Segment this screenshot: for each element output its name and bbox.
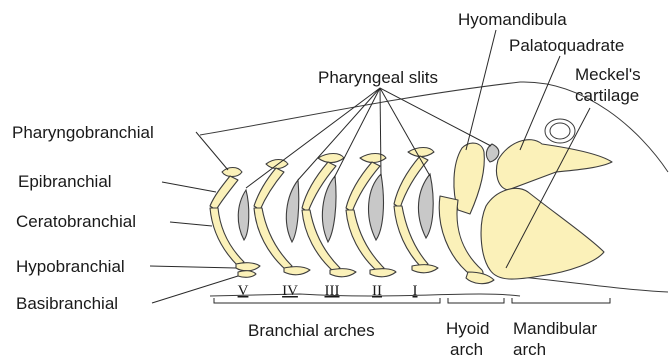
leader-line (162, 182, 216, 192)
hypobranchial-cartilage (330, 269, 356, 277)
hypobranchial-cartilage (284, 267, 310, 275)
label-branchial-arches: Branchial arches (248, 321, 375, 340)
leader-line (196, 132, 228, 170)
label-meckels-line1: Meckel's (575, 65, 641, 84)
leader-line (520, 56, 560, 150)
hyoid-arch-bracket (448, 298, 504, 303)
arch-numeral-iv: IV (282, 283, 298, 299)
arch-numeral-i: I (413, 283, 418, 299)
label-meckels-line2: cartilage (575, 86, 639, 105)
pharyngeal-slit (369, 174, 384, 240)
epibranchial-cartilage (254, 168, 284, 210)
eye-inner (550, 123, 570, 139)
label-hyoid-line2: arch (450, 340, 483, 359)
basibranchial-cartilage (238, 271, 256, 278)
pharyngeal-slit (322, 176, 336, 242)
label-pharyngobranchial: Pharyngobranchial (12, 123, 154, 142)
pharyngobranchial-cartilage (318, 154, 344, 163)
leader-line (466, 30, 496, 150)
leader-line (170, 222, 212, 226)
mandibular-arch-bracket (512, 298, 610, 303)
leader-line (380, 88, 381, 176)
label-mandibular-line2: arch (513, 340, 546, 359)
branchial-arch-v (210, 168, 260, 278)
label-mandibular-line1: Mandibular (513, 319, 597, 338)
pharyngeal-slit (286, 180, 298, 242)
label-basibranchial: Basibranchial (16, 294, 118, 313)
leader-line (246, 88, 380, 188)
pharyngobranchial-cartilage (266, 160, 288, 169)
pharyngobranchial-cartilage (408, 148, 434, 157)
epibranchial-cartilage (210, 176, 238, 210)
palatoquadrate-cartilage (496, 140, 612, 190)
label-pharyngeal-slits: Pharyngeal slits (318, 68, 438, 87)
label-palatoquadrate: Palatoquadrate (509, 36, 624, 55)
label-epibranchial: Epibranchial (18, 172, 112, 191)
hypohyal-cartilage (466, 272, 494, 284)
hyomandibula-cartilage (454, 143, 484, 214)
pharyngobranchial-cartilage (222, 168, 242, 177)
label-hyoid-line1: Hyoid (446, 319, 489, 338)
pharyngobranchial-cartilage (360, 154, 386, 163)
branchial-arch-iv (254, 160, 310, 275)
arch-numeral-v: V (238, 283, 249, 299)
pharyngeal-slit (418, 174, 433, 238)
mandibular-arch (481, 140, 612, 279)
label-hyomandibula: Hyomandibula (458, 10, 567, 29)
label-hypobranchial: Hypobranchial (16, 257, 125, 276)
leader-line (150, 266, 236, 268)
pharyngeal-slit (238, 190, 249, 240)
label-ceratobranchial: Ceratobranchial (16, 212, 136, 231)
meckels-cartilage (481, 188, 604, 279)
leader-line (152, 276, 238, 303)
arch-numeral-ii: II (372, 283, 382, 299)
hypobranchial-cartilage (236, 263, 260, 271)
pharyngeal-slit-spiracle (486, 144, 498, 162)
hypobranchial-cartilage (412, 265, 438, 273)
leader-line (298, 88, 380, 180)
arch-numeral-iii: III (325, 283, 340, 299)
hypobranchial-cartilage (370, 269, 396, 277)
